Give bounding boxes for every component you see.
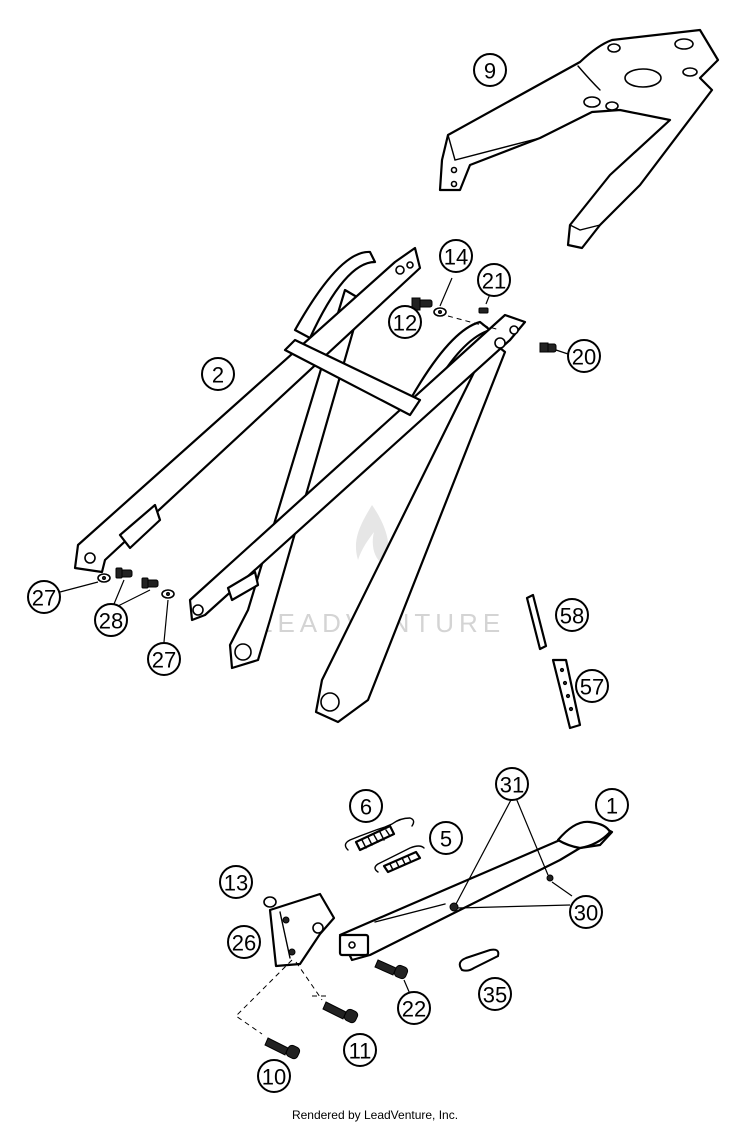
callout-13: 13	[219, 865, 253, 899]
svg-text:5: 5	[440, 827, 452, 852]
svg-text:21: 21	[482, 269, 506, 294]
bolt-part-22	[374, 959, 409, 980]
svg-text:30: 30	[574, 901, 598, 926]
callout-9: 9	[473, 53, 507, 87]
washer-part-27-left	[97, 573, 111, 583]
bracket-part-26	[268, 892, 336, 968]
svg-text:27: 27	[152, 648, 176, 673]
svg-text:12: 12	[393, 311, 417, 336]
nut-part-13	[263, 896, 277, 908]
callout-2: 2	[201, 357, 235, 391]
svg-text:9: 9	[484, 59, 496, 84]
svg-text:27: 27	[32, 586, 56, 611]
svg-text:28: 28	[99, 609, 123, 634]
callout-14: 14	[439, 239, 473, 273]
bolt-part-21	[478, 307, 489, 314]
callout-12: 12	[388, 305, 422, 339]
svg-text:22: 22	[402, 997, 426, 1022]
callout-22: 22	[397, 991, 431, 1025]
svg-text:6: 6	[360, 795, 372, 820]
spring-part-6	[344, 817, 415, 852]
callout-28: 28	[94, 603, 128, 637]
bolt-part-20	[539, 342, 557, 353]
strap-part-57	[551, 658, 582, 730]
svg-text:11: 11	[349, 1039, 372, 1064]
svg-text:14: 14	[444, 245, 468, 270]
svg-text:58: 58	[560, 604, 584, 629]
svg-text:57: 57	[580, 675, 604, 700]
svg-text:2: 2	[212, 363, 224, 388]
callout-30: 30	[569, 895, 603, 929]
callout-26: 26	[227, 925, 261, 959]
svg-text:20: 20	[572, 345, 596, 370]
svg-text:26: 26	[232, 931, 256, 956]
callout-31: 31	[495, 767, 529, 801]
callout-11: 11	[343, 1033, 377, 1067]
callout-10: 10	[257, 1059, 291, 1093]
svg-text:13: 13	[224, 871, 248, 896]
spring-part-5	[374, 845, 425, 874]
callout-35: 35	[478, 977, 512, 1011]
side-stand-part-1	[338, 820, 614, 962]
callout-20: 20	[567, 339, 601, 373]
bolt-part-28-right	[141, 577, 159, 589]
callout-1: 1	[595, 788, 629, 822]
subframe-part-2	[73, 246, 527, 724]
callout-6: 6	[349, 789, 383, 823]
callout-27-right: 27	[147, 642, 181, 676]
svg-text:10: 10	[262, 1065, 286, 1090]
svg-text:31: 31	[500, 773, 524, 798]
washer-part-14	[433, 307, 447, 317]
svg-text:35: 35	[483, 983, 507, 1008]
clip-part-35	[458, 948, 500, 972]
bolt-part-28-left	[115, 567, 133, 579]
rear-carrier-part-9	[438, 28, 720, 250]
bolt-part-10	[264, 1037, 301, 1060]
washer-part-27-right	[161, 589, 175, 599]
callout-21: 21	[477, 263, 511, 297]
callout-57: 57	[575, 669, 609, 703]
bolt-part-11	[322, 1001, 359, 1024]
svg-text:1: 1	[606, 794, 618, 819]
callout-27-left: 27	[27, 580, 61, 614]
bolt-part-12	[411, 297, 433, 311]
callout-58: 58	[555, 598, 589, 632]
callout-5: 5	[429, 821, 463, 855]
strap-part-58	[525, 593, 548, 651]
footer-credit: Rendered by LeadVenture, Inc.	[291, 1108, 459, 1122]
